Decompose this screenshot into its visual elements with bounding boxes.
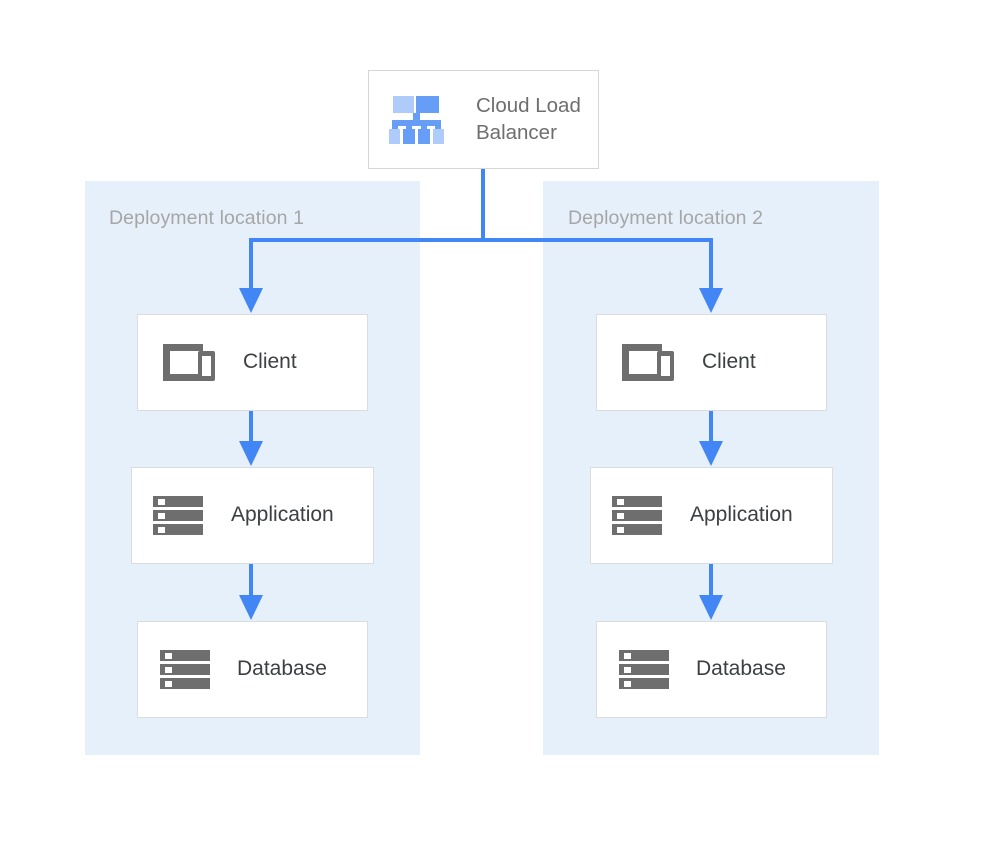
load-balancer-icon <box>388 94 446 146</box>
zone1-application-label: Application <box>231 503 334 527</box>
server-stack-icon <box>611 494 663 538</box>
deployment-location-1-label: Deployment location 1 <box>109 207 305 229</box>
server-stack-icon <box>152 494 204 538</box>
deployment-location-2-label: Deployment location 2 <box>568 207 764 229</box>
server-stack-icon <box>159 648 211 692</box>
cloud-load-balancer-node[interactable]: Cloud Load Balancer <box>368 70 599 169</box>
zone2-client-node[interactable]: Client <box>596 314 827 411</box>
zone1-client-label: Client <box>243 350 297 374</box>
zone1-application-node[interactable]: Application <box>131 467 374 564</box>
server-stack-icon <box>618 648 670 692</box>
zone2-client-label: Client <box>702 350 756 374</box>
zone2-database-node[interactable]: Database <box>596 621 827 718</box>
cloud-load-balancer-label: Cloud Load Balancer <box>476 94 581 144</box>
devices-icon <box>618 340 676 386</box>
zone2-application-label: Application <box>690 503 793 527</box>
devices-icon <box>159 340 217 386</box>
zone1-database-node[interactable]: Database <box>137 621 368 718</box>
zone1-client-node[interactable]: Client <box>137 314 368 411</box>
zone2-application-node[interactable]: Application <box>590 467 833 564</box>
zone1-database-label: Database <box>237 657 327 681</box>
zone2-database-label: Database <box>696 657 786 681</box>
